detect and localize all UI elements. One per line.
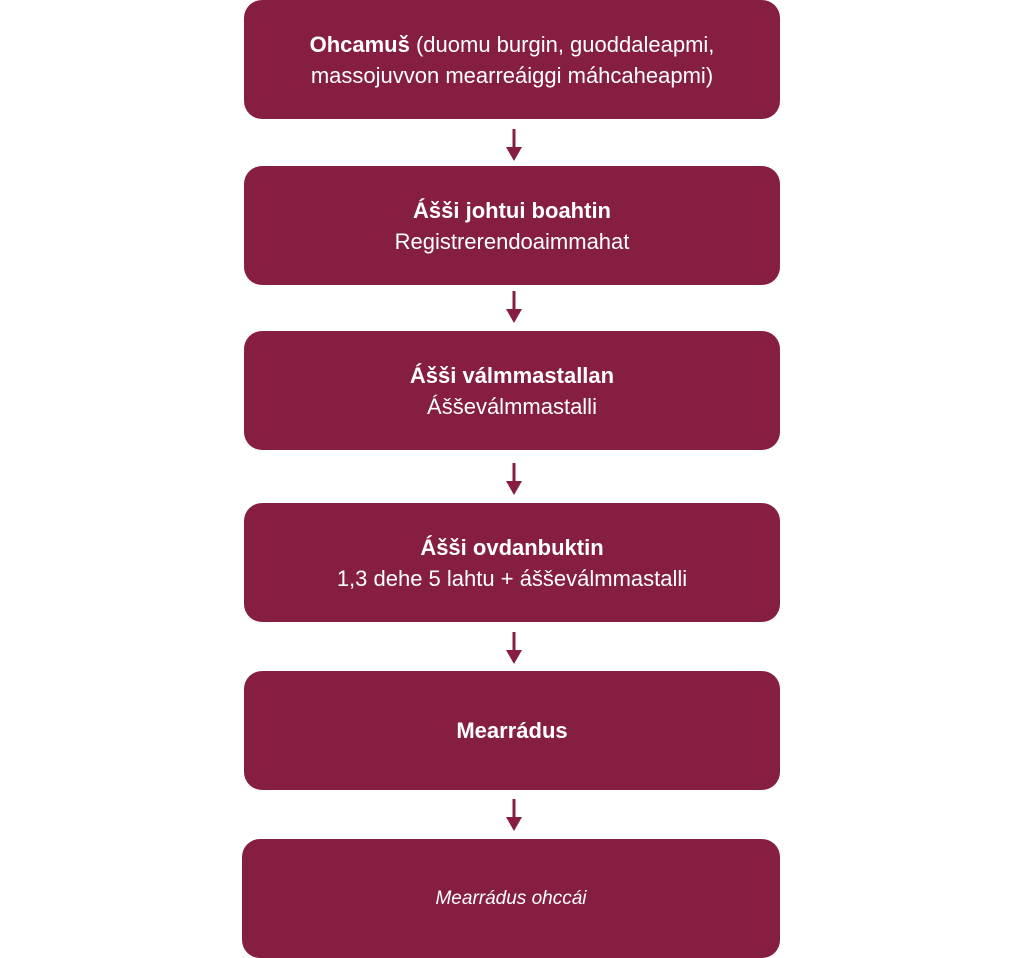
step-johtui-boahtin-subtitle: Registrerendoaimmahat: [394, 228, 630, 254]
arrow-down-icon: [506, 291, 522, 323]
step-valmmastallan-subtitle: Ášševálmmastalli: [427, 393, 597, 419]
step-ovdanbuktin-subtitle: 1,3 dehe 5 lahtu + ášševálmmastalli: [336, 565, 688, 591]
step-johtui-boahtin-title: Ášši johtui boahtin: [413, 197, 611, 223]
arrow-down-icon: [506, 632, 522, 664]
step-mearradus-ohccai: Mearrádus ohccái: [242, 839, 780, 958]
arrow-down-icon: [506, 129, 522, 161]
step-mearradus-ohccai-note: Mearrádus ohccái: [435, 888, 587, 909]
step-ohcamus: Ohcamuš (duomu burgin, guoddaleapmi, mas…: [244, 0, 780, 119]
step-mearradus-title: Mearrádus: [456, 718, 568, 743]
step-ohcamus-title-rest: (duomu burgin, guoddaleapmi,: [409, 31, 715, 57]
step-ovdanbuktin-title: Ášši ovdanbuktin: [420, 534, 604, 560]
step-ovdanbuktin: Ášši ovdanbuktin 1,3 dehe 5 lahtu + ášše…: [244, 503, 780, 622]
arrow-down-icon: [506, 463, 522, 495]
step-valmmastallan-title: Ášši válmmastallan: [409, 362, 615, 388]
step-johtui-boahtin: Ášši johtui boahtin Registrerendoaimmaha…: [244, 166, 780, 285]
step-mearradus: Mearrádus: [244, 671, 780, 790]
arrow-down-icon: [506, 799, 522, 831]
step-ohcamus-line1: Ohcamuš (duomu burgin, guoddaleapmi,: [310, 29, 715, 60]
step-ohcamus-title: Ohcamuš: [309, 31, 410, 57]
step-ohcamus-line2: massojuvvon mearreáiggi máhcaheapmi): [310, 62, 714, 88]
step-valmmastallan: Ášši válmmastallan Ášševálmmastalli: [244, 331, 780, 450]
